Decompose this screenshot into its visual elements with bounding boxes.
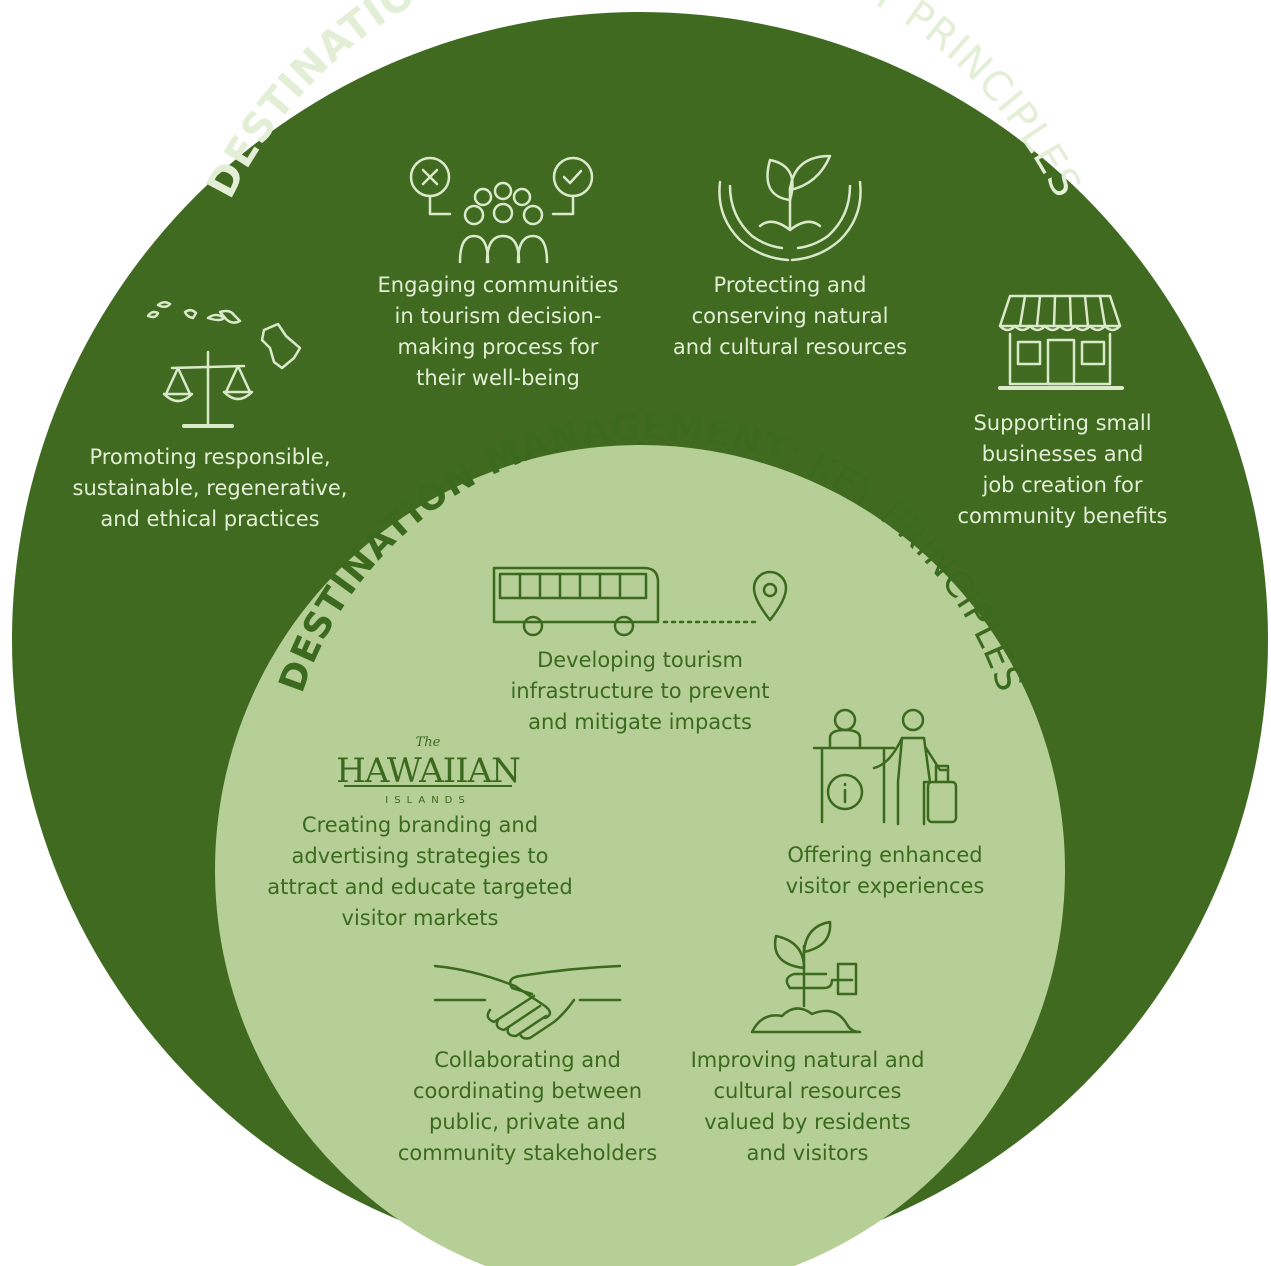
principle-improving-resources: Improving natural and cultural resources… xyxy=(691,1048,925,1165)
svg-text:HAWAIIAN: HAWAIIAN xyxy=(336,751,520,791)
storefront-icon xyxy=(998,294,1124,390)
principle-collaborating: Collaborating and coordinating between p… xyxy=(398,1048,657,1165)
hands-plant-icon xyxy=(718,154,862,262)
scales-islands-icon xyxy=(146,301,302,428)
bus-route-icon xyxy=(492,566,788,637)
svg-text:The: The xyxy=(416,735,441,750)
svg-text:ISLANDS: ISLANDS xyxy=(385,795,470,806)
management-inner-circle xyxy=(215,445,1065,1266)
principle-engaging-communities: Engaging communities in tourism decision… xyxy=(378,273,619,390)
handshake-icon xyxy=(433,964,622,1040)
principle-infrastructure: Developing tourism infrastructure to pre… xyxy=(510,648,769,734)
principle-ethical-practices: Promoting responsible, sustainable, rege… xyxy=(73,445,348,531)
visitor-info-desk-icon xyxy=(812,708,958,826)
hand-planting-icon xyxy=(750,920,862,1034)
principle-branding: Creating branding and advertising strate… xyxy=(267,813,572,930)
principle-small-businesses: Supporting small businesses and job crea… xyxy=(958,411,1168,528)
community-decision-icon xyxy=(409,156,594,264)
principle-protecting-resources: Protecting and conserving natural and cu… xyxy=(673,273,907,359)
hawaiian-islands-logo: The HAWAIIAN ISLANDS xyxy=(336,735,521,806)
principle-visitor-experiences: Offering enhanced visitor experiences xyxy=(786,843,985,898)
